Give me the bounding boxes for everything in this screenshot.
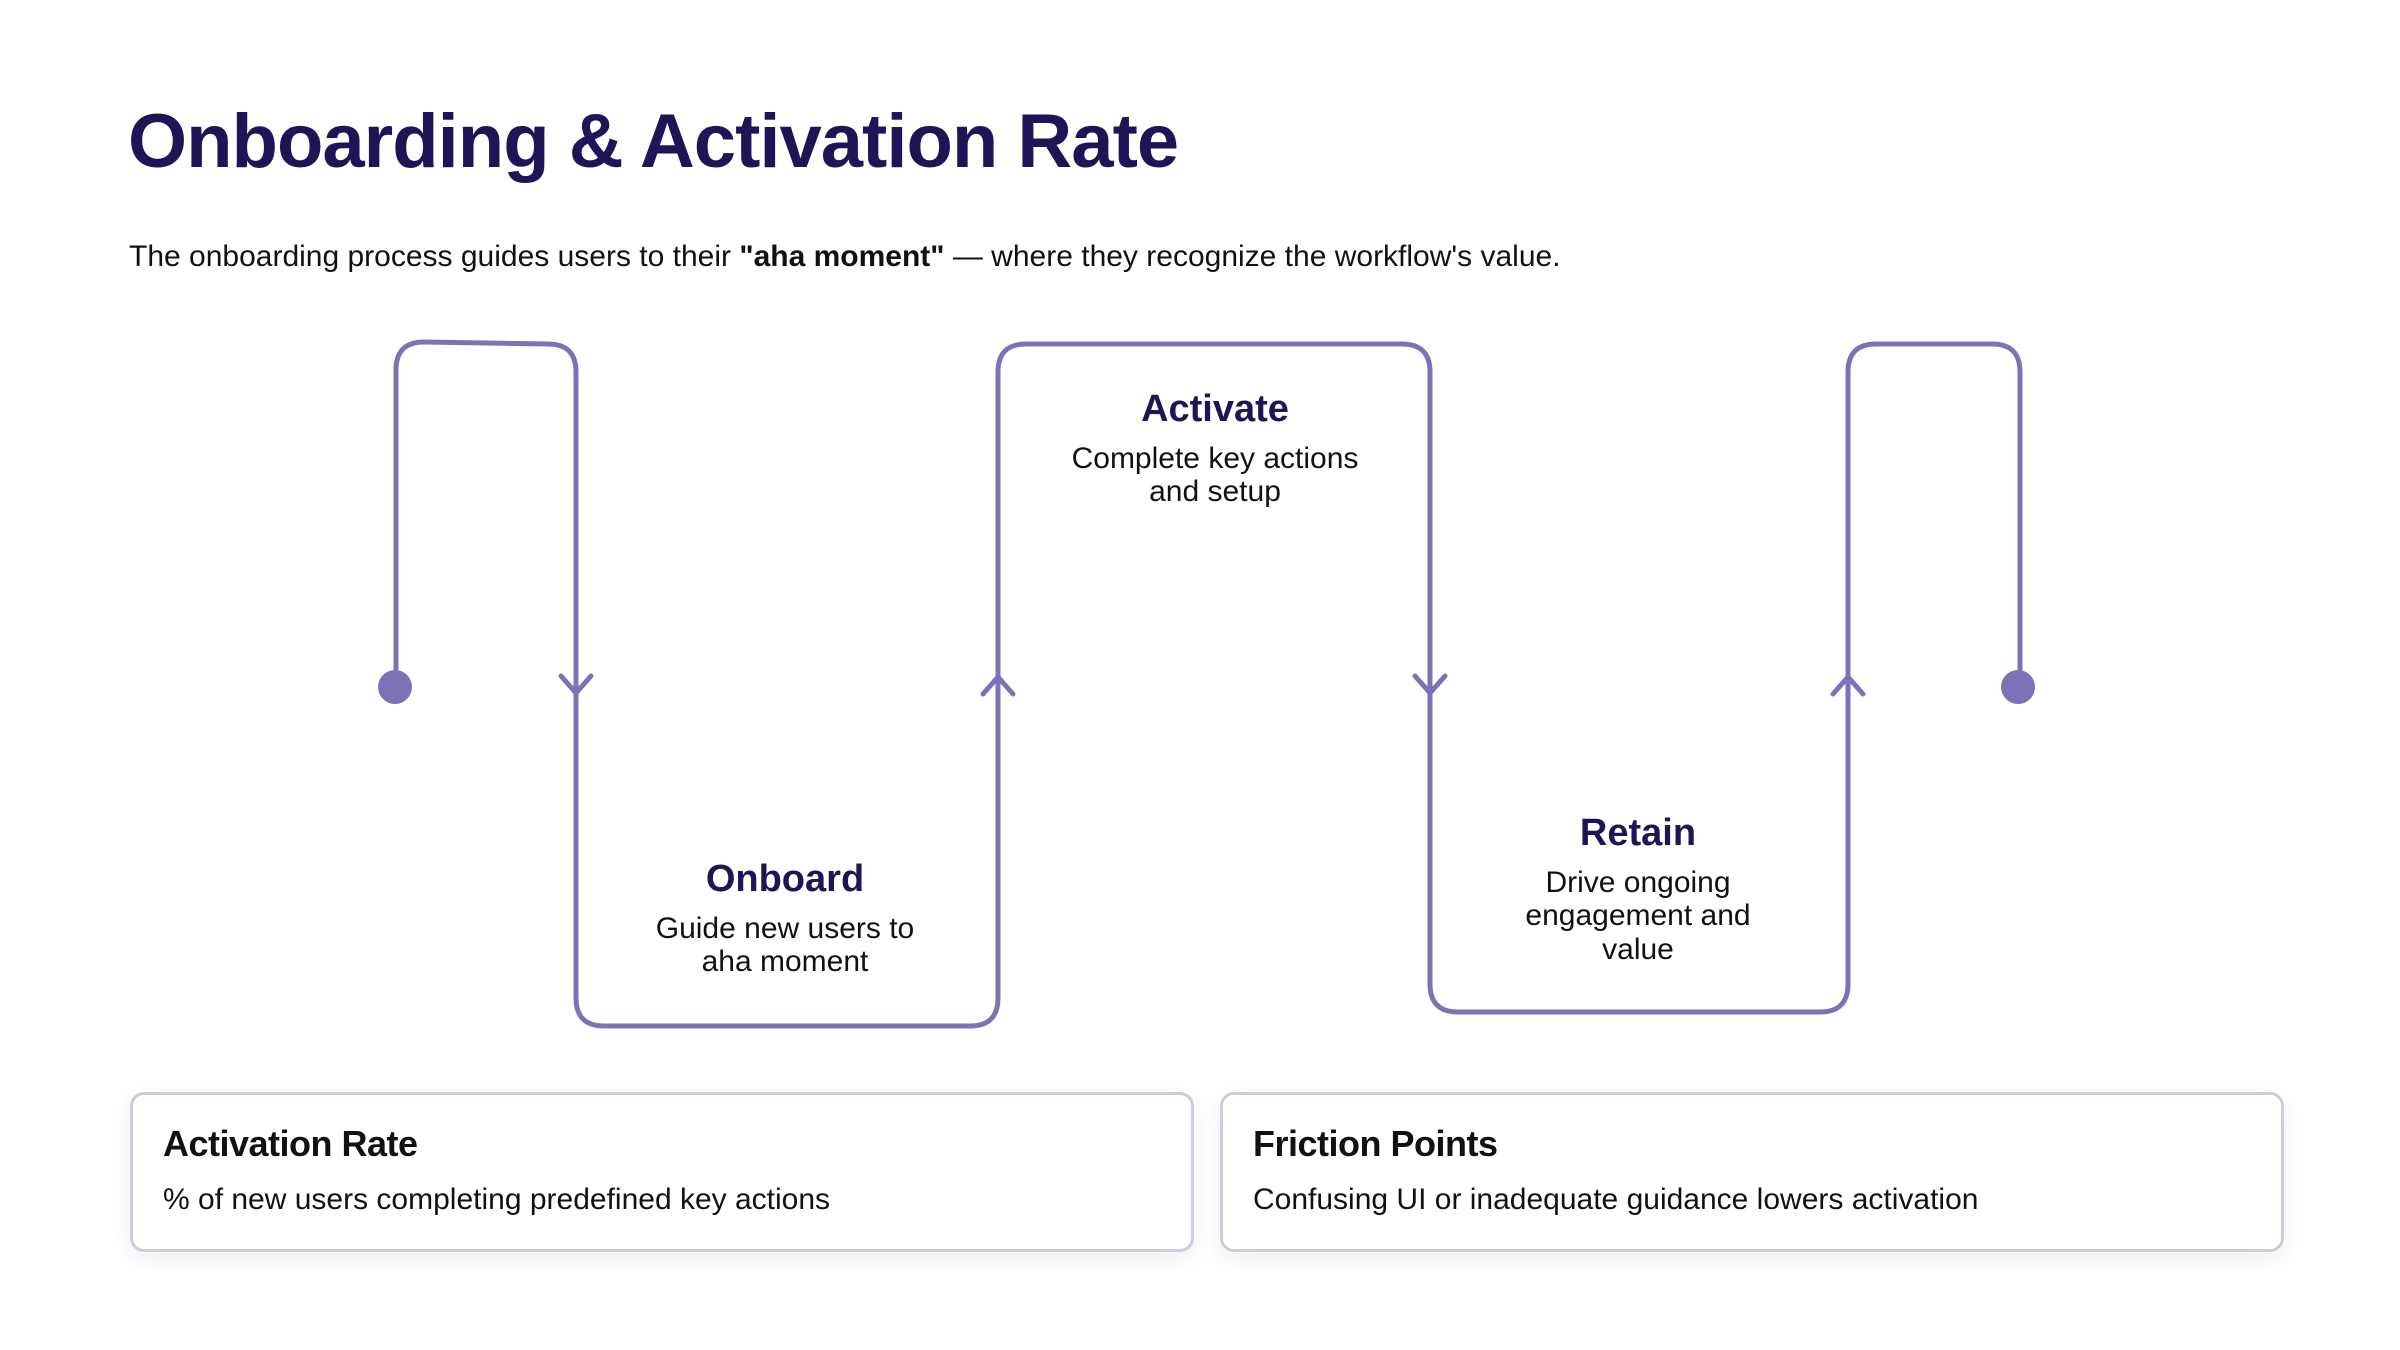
end-dot-icon [2001,670,2035,704]
page-subtitle: The onboarding process guides users to t… [129,240,1561,274]
stage-onboard-desc: Guide new users to aha moment [575,912,995,979]
stage-activate: Activate Complete key actions and setup [1005,388,1425,509]
arrow-down-1-icon [558,673,594,696]
page-title: Onboarding & Activation Rate [128,99,1179,184]
stage-retain-desc-line: value [1602,932,1674,966]
stage-activate-desc: Complete key actions and setup [1005,442,1425,509]
friction-points-card: Friction Points Confusing UI or inadequa… [1220,1092,2284,1252]
stage-retain-desc-line: engagement and [1525,899,1751,933]
friction-points-card-title: Friction Points [1253,1123,1498,1164]
stage-retain-desc: Drive ongoing engagement and value [1453,866,1823,967]
subtitle-text-end: — where they recognize the workflow's va… [944,240,1561,273]
stage-activate-title: Activate [1141,388,1289,430]
stage-retain-desc-line: Drive ongoing [1545,865,1731,899]
arrow-down-2-icon [1412,673,1448,696]
activation-rate-card-title: Activation Rate [163,1123,418,1164]
stage-activate-desc-line: Complete key actions [1071,441,1359,475]
stage-onboard-desc-line: Guide new users to [655,911,915,945]
activation-rate-card-desc: % of new users completing predefined key… [163,1183,831,1216]
flow-path [393,339,2023,1029]
stage-onboard: Onboard Guide new users to aha moment [575,858,995,979]
subtitle-text-start: The onboarding process guides users to t… [129,240,740,273]
activation-rate-card: Activation Rate % of new users completin… [130,1092,1194,1252]
arrow-up-2-icon [1830,674,1866,697]
stage-onboard-desc-line: aha moment [701,945,869,979]
stage-onboard-title: Onboard [705,858,865,900]
subtitle-emphasis: "aha moment" [739,240,945,273]
stage-retain-title: Retain [1579,812,1697,854]
stage-activate-desc-line: and setup [1149,475,1281,509]
start-dot-icon [378,670,412,704]
stage-retain: Retain Drive ongoing engagement and valu… [1453,812,1823,966]
friction-points-card-desc: Confusing UI or inadequate guidance lowe… [1253,1183,1979,1216]
arrow-up-1-icon [980,674,1016,697]
